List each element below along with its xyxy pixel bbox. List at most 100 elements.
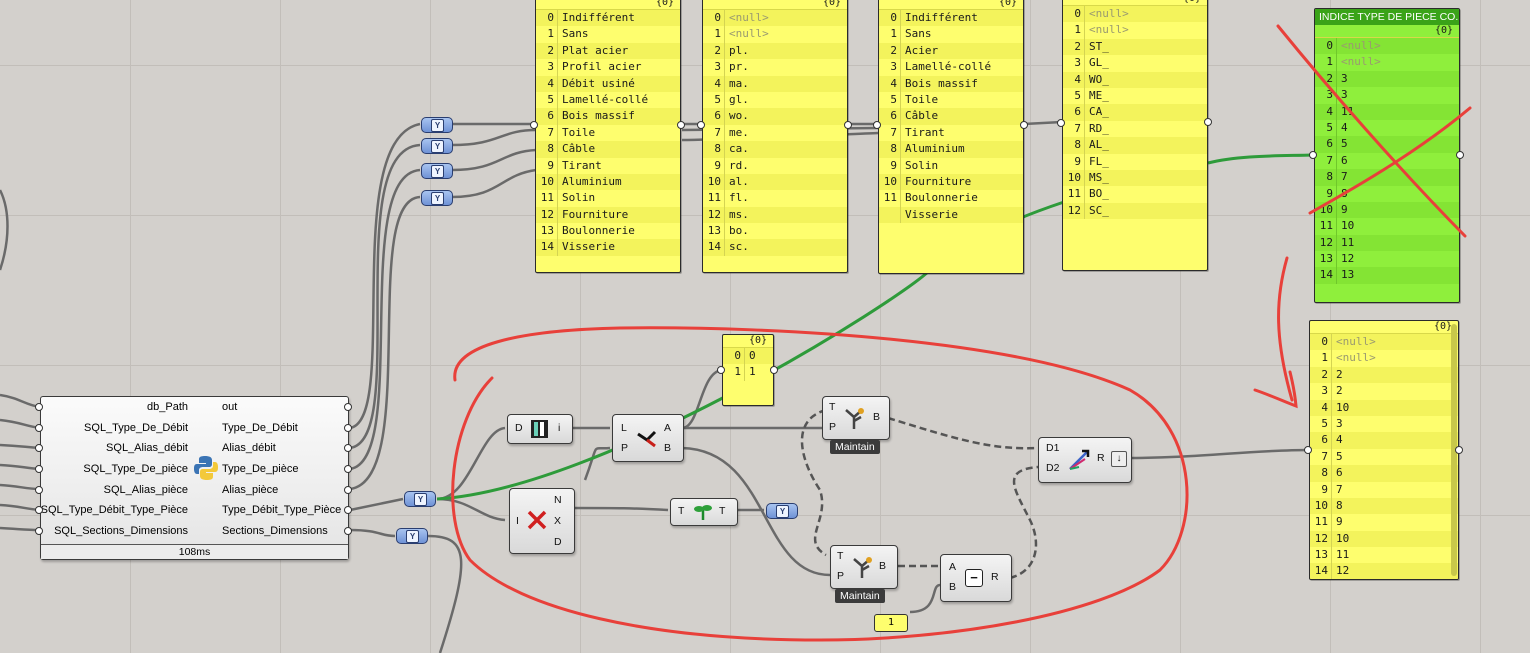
param-p[interactable]: P xyxy=(829,421,837,433)
panel-indice-type-piece[interactable]: INDICE TYPE DE PIECE CO...{0}0<null>1<nu… xyxy=(1314,8,1460,303)
input-grip[interactable] xyxy=(35,527,43,535)
output-grip[interactable] xyxy=(344,424,352,432)
input-sql-type-debit[interactable]: SQL_Type_De_Débit xyxy=(84,422,188,434)
output-grip[interactable] xyxy=(344,403,352,411)
param-t[interactable]: T xyxy=(678,505,685,517)
param-r[interactable]: R xyxy=(1097,452,1105,464)
panel-grip[interactable] xyxy=(1456,151,1464,159)
input-sql-alias-debit[interactable]: SQL_Alias_débit xyxy=(106,442,188,454)
panel-grip[interactable] xyxy=(770,366,778,374)
param-b[interactable]: B xyxy=(664,442,672,454)
panel-scrollbar[interactable] xyxy=(1451,324,1457,576)
flatten-tree-component[interactable]: T T xyxy=(670,498,738,526)
relay-node[interactable]: Y xyxy=(766,503,798,519)
param-a[interactable]: A xyxy=(949,561,957,573)
param-t[interactable]: T xyxy=(829,401,836,413)
down-arrow-icon[interactable]: ↓ xyxy=(1111,451,1127,467)
panel-input-grip[interactable] xyxy=(717,366,725,374)
relay-node[interactable]: Y xyxy=(404,491,436,507)
relay-node[interactable]: Y xyxy=(396,528,428,544)
panel-input-grip[interactable] xyxy=(873,121,881,129)
param-a[interactable]: A xyxy=(664,422,672,434)
panel-input-grip[interactable] xyxy=(697,121,705,129)
input-grip[interactable] xyxy=(35,424,43,432)
input-sql-type-piece[interactable]: SQL_Type_De_pièce xyxy=(83,463,188,475)
output-grip[interactable] xyxy=(344,486,352,494)
member-index-component[interactable]: I N X D xyxy=(509,488,575,554)
param-r[interactable]: R xyxy=(991,571,999,583)
input-grip[interactable] xyxy=(35,403,43,411)
panel-grip[interactable] xyxy=(1204,118,1212,126)
panel-grip[interactable] xyxy=(677,121,685,129)
shift-paths-bottom-component[interactable]: T P B xyxy=(830,545,898,589)
param-i[interactable]: i xyxy=(558,422,561,434)
output-grip[interactable] xyxy=(344,527,352,535)
input-grip[interactable] xyxy=(35,486,43,494)
output-type-debit[interactable]: Type_De_Débit xyxy=(222,422,298,434)
param-b[interactable]: B xyxy=(949,581,957,593)
dispatch-component[interactable]: L P A B xyxy=(612,414,684,462)
param-b[interactable]: B xyxy=(879,560,887,572)
list-length-component[interactable]: D i xyxy=(507,414,573,444)
input-sql-alias-piece[interactable]: SQL_Alias_pièce xyxy=(103,484,188,496)
number-panel[interactable]: 1 xyxy=(874,614,908,632)
relay-node[interactable]: Y xyxy=(421,190,453,206)
param-i[interactable]: I xyxy=(516,515,519,527)
param-d1[interactable]: D1 xyxy=(1046,442,1060,454)
param-t-out[interactable]: T xyxy=(719,505,726,517)
relay-node[interactable]: Y xyxy=(421,138,453,154)
replace-paths-component[interactable]: D1 D2 R ↓ xyxy=(1038,437,1132,483)
panel-input-grip[interactable] xyxy=(1309,151,1317,159)
relay-node[interactable]: Y xyxy=(421,163,453,179)
output-type-debit-type-piece[interactable]: Type_Débit_Type_Pièce xyxy=(222,504,342,516)
output-sections-dimensions[interactable]: Sections_Dimensions xyxy=(222,525,328,537)
panel-grip[interactable] xyxy=(844,121,852,129)
input-db-path[interactable]: db_Path xyxy=(147,401,188,413)
list-length-icon xyxy=(531,420,548,438)
output-grip[interactable] xyxy=(344,444,352,452)
param-t[interactable]: T xyxy=(837,550,844,562)
input-grip[interactable] xyxy=(35,465,43,473)
param-b[interactable]: B xyxy=(873,411,881,423)
shift-paths-top-component[interactable]: T P B xyxy=(822,396,890,440)
input-sql-sections-dimensions[interactable]: SQL_Sections_Dimensions xyxy=(54,525,188,537)
python-script-component[interactable]: db_Path SQL_Type_De_Débit SQL_Alias_débi… xyxy=(40,396,349,560)
output-type-piece[interactable]: Type_De_pièce xyxy=(222,463,299,475)
panel-item-value: Solin xyxy=(905,158,939,172)
param-p[interactable]: P xyxy=(621,442,629,454)
input-grip[interactable] xyxy=(35,444,43,452)
param-n[interactable]: N xyxy=(554,494,562,506)
param-d[interactable]: D xyxy=(515,422,523,434)
param-l[interactable]: L xyxy=(621,422,627,434)
panel-input-grip[interactable] xyxy=(1304,446,1312,454)
panel-item-value: Visserie xyxy=(562,240,615,254)
param-d2[interactable]: D2 xyxy=(1046,462,1060,474)
output-alias-debit[interactable]: Alias_débit xyxy=(222,442,276,454)
panel-input-grip[interactable] xyxy=(530,121,538,129)
output-alias-piece[interactable]: Alias_pièce xyxy=(222,484,279,496)
input-grip[interactable] xyxy=(35,506,43,514)
param-p[interactable]: P xyxy=(837,570,845,582)
output-out[interactable]: out xyxy=(222,401,238,413)
relay-node[interactable]: Y xyxy=(421,117,453,133)
panel-input-grip[interactable] xyxy=(1057,119,1065,127)
panel-grip[interactable] xyxy=(1455,446,1463,454)
param-d[interactable]: D xyxy=(554,536,562,548)
panel-grip[interactable] xyxy=(1020,121,1028,129)
param-x[interactable]: X xyxy=(554,515,562,527)
subtraction-component[interactable]: A B − R xyxy=(940,554,1012,602)
output-grip[interactable] xyxy=(344,465,352,473)
input-sql-type-debit-type-piece[interactable]: SQL_Type_Débit_Type_Pièce xyxy=(40,504,188,516)
output-grip[interactable] xyxy=(344,506,352,514)
panel-alias-piece[interactable]: {0}0<null>1<null>2ST_3GL_4WO_5ME_6CA_7RD… xyxy=(1062,0,1208,271)
panel-item-index: 11 xyxy=(879,190,901,207)
